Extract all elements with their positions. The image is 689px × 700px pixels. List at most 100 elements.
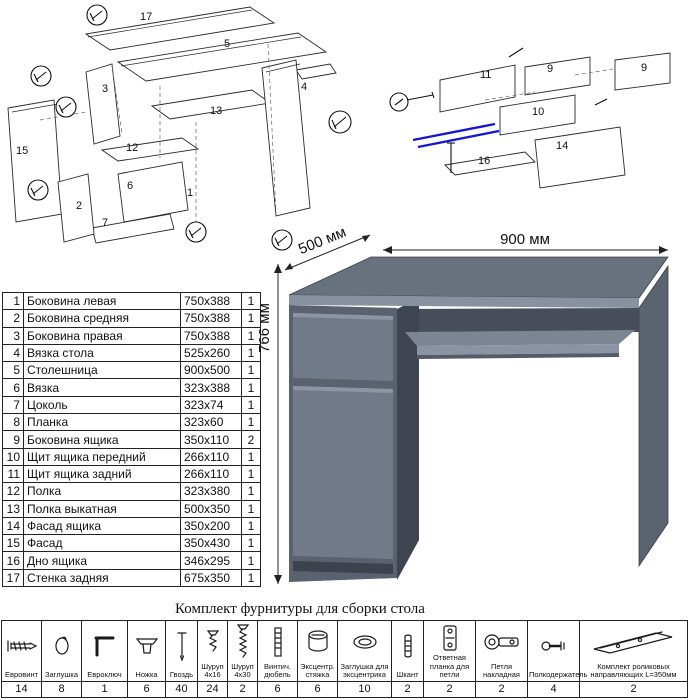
part-size: 346x295 <box>180 551 242 570</box>
part-size: 350x110 <box>180 430 242 449</box>
part-callout-label: 11 <box>480 69 491 81</box>
part-callout-label: 15 <box>16 145 28 157</box>
dimension-arrows <box>274 234 668 584</box>
drawer-exploded-diagram: 11 9 9 10 14 16 <box>389 47 671 189</box>
hardware-item-qty: 14 <box>2 681 41 697</box>
part-name: Щит ящика передний <box>23 447 181 466</box>
hardware-item: Евровинт 14 <box>2 621 42 697</box>
hardware-item-qty: 8 <box>42 681 81 697</box>
parts-table-row: 11 Щит ящика задний 266x110 1 <box>2 464 261 484</box>
roller-guide-highlight <box>412 122 500 149</box>
part-name: Фасад ящика <box>23 516 181 536</box>
nail-icon <box>166 621 197 671</box>
wood-dowel-icon <box>392 621 423 671</box>
desk-render: 900 мм 500 мм 766 мм <box>256 228 669 584</box>
part-name: Цоколь <box>23 395 181 415</box>
hardware-item-name: Шуруп 4x30 <box>231 661 254 680</box>
hardware-item: Эксцентр. стяжка 6 <box>298 621 338 697</box>
parts-table-row: 5 Столешница 900x500 1 <box>2 361 261 380</box>
part-callout-label: 3 <box>102 83 108 95</box>
part-number: 8 <box>2 413 24 432</box>
part-name: Щит ящика задний <box>23 464 181 484</box>
parts-table-row: 15 Фасад 350x430 1 <box>2 534 261 553</box>
dowel-screw-icon <box>258 621 297 663</box>
parts-table-row: 12 Полка 323x380 1 <box>2 482 261 501</box>
part-size: 525x260 <box>180 343 242 363</box>
parts-table-row: 2 Боковина средняя 750x388 1 <box>2 309 261 328</box>
part-number: 17 <box>2 568 24 588</box>
part-size: 350x430 <box>180 534 242 553</box>
hardware-table: Евровинт 14 Заглушка 8 Евроключ 1 Ножка … <box>1 620 688 698</box>
hardware-item-name: Евровинт <box>4 670 39 680</box>
screw-callout-icon <box>185 221 207 243</box>
part-qty: 1 <box>241 499 261 518</box>
part-number: 10 <box>2 447 24 466</box>
part-name: Полка <box>23 482 181 501</box>
hardware-item: Шуруп 4x16 24 <box>198 621 228 697</box>
desk-width-label: 900 мм <box>500 231 550 248</box>
part-number: 11 <box>2 464 24 484</box>
part-callout-label: 12 <box>126 142 138 154</box>
part-name: Стенка задняя <box>23 568 181 588</box>
part-number: 3 <box>2 326 24 345</box>
parts-table-row: 1 Боковина левая 750x388 1 <box>2 291 261 311</box>
part-callout-label: 1 <box>187 187 193 199</box>
hardware-item-name: Заглушка <box>44 670 79 680</box>
hardware-item-qty: 6 <box>298 681 337 697</box>
part-qty: 1 <box>241 568 261 588</box>
part-size: 500x350 <box>180 499 242 518</box>
hardware-item-name: Шуруп 4x16 <box>201 661 224 680</box>
hinge-icon <box>476 621 527 663</box>
hardware-item-name: Комплект роликовых направляющих L=350мм <box>590 661 677 680</box>
parts-table-row: 3 Боковина правая 750x388 1 <box>2 326 261 345</box>
part-number: 15 <box>2 534 24 553</box>
hardware-item-name: Шкант <box>396 670 419 680</box>
part-name: Боковина левая <box>23 291 181 311</box>
part-size: 323x60 <box>180 413 242 432</box>
hardware-item-name: Эксцентр. стяжка <box>300 661 335 680</box>
part-name: Боковина средняя <box>23 309 181 328</box>
parts-table-row: 13 Полка выкатная 500x350 1 <box>2 499 261 518</box>
desk-depth-label: 500 мм <box>296 228 349 258</box>
part-callout-label: 17 <box>140 11 152 23</box>
hardware-item-name: Винтич. дюбель <box>264 661 291 680</box>
screw-callout-icon <box>271 229 293 251</box>
hardware-item: Ответная планка для петли 2 <box>424 621 476 697</box>
part-number: 2 <box>2 309 24 328</box>
part-callout-label: 5 <box>224 38 230 50</box>
parts-table: 1 Боковина левая 750x388 1 2 Боковина ср… <box>2 291 261 588</box>
part-size: 750x388 <box>180 326 242 345</box>
part-name: Фасад <box>23 534 181 553</box>
part-callout-label: 9 <box>641 62 647 74</box>
leg-icon <box>128 621 165 671</box>
hardware-item-qty: 10 <box>338 681 391 697</box>
part-number: 12 <box>2 482 24 501</box>
screw-callout-icon <box>328 110 352 134</box>
hardware-item: Шкант 2 <box>392 621 424 697</box>
part-callout-label: 10 <box>532 106 544 118</box>
hardware-item-qty: 2 <box>580 681 687 697</box>
part-size: 900x500 <box>180 361 242 380</box>
part-size: 266x110 <box>180 464 242 484</box>
part-qty: 1 <box>241 361 261 380</box>
hardware-item-qty: 6 <box>128 681 165 697</box>
hardware-item: Винтич. дюбель 6 <box>258 621 298 697</box>
main-exploded-diagram: 17 5 4 3 13 12 15 6 7 2 1 <box>7 4 352 251</box>
hardware-item-name: Петля накладная <box>483 661 520 680</box>
hardware-item: Ножка 6 <box>128 621 166 697</box>
hardware-item-qty: 6 <box>258 681 297 697</box>
parts-table-row: 16 Дно ящика 346x295 1 <box>2 551 261 570</box>
part-size: 350x200 <box>180 516 242 536</box>
part-number: 7 <box>2 395 24 415</box>
hardware-item-name: Евроключ <box>87 670 122 680</box>
hex-key-icon <box>82 621 127 671</box>
hardware-item-qty: 4 <box>528 681 579 697</box>
part-size: 323x380 <box>180 482 242 501</box>
hardware-item-qty: 2 <box>424 681 475 697</box>
shelf-pin-icon <box>528 621 579 671</box>
hardware-item: Заглушка 8 <box>42 621 82 697</box>
hardware-item-name: Заглушка для эксцентрика <box>340 661 389 680</box>
screw-short-icon <box>198 621 227 663</box>
part-number: 13 <box>2 499 24 518</box>
cap-icon <box>42 621 81 671</box>
